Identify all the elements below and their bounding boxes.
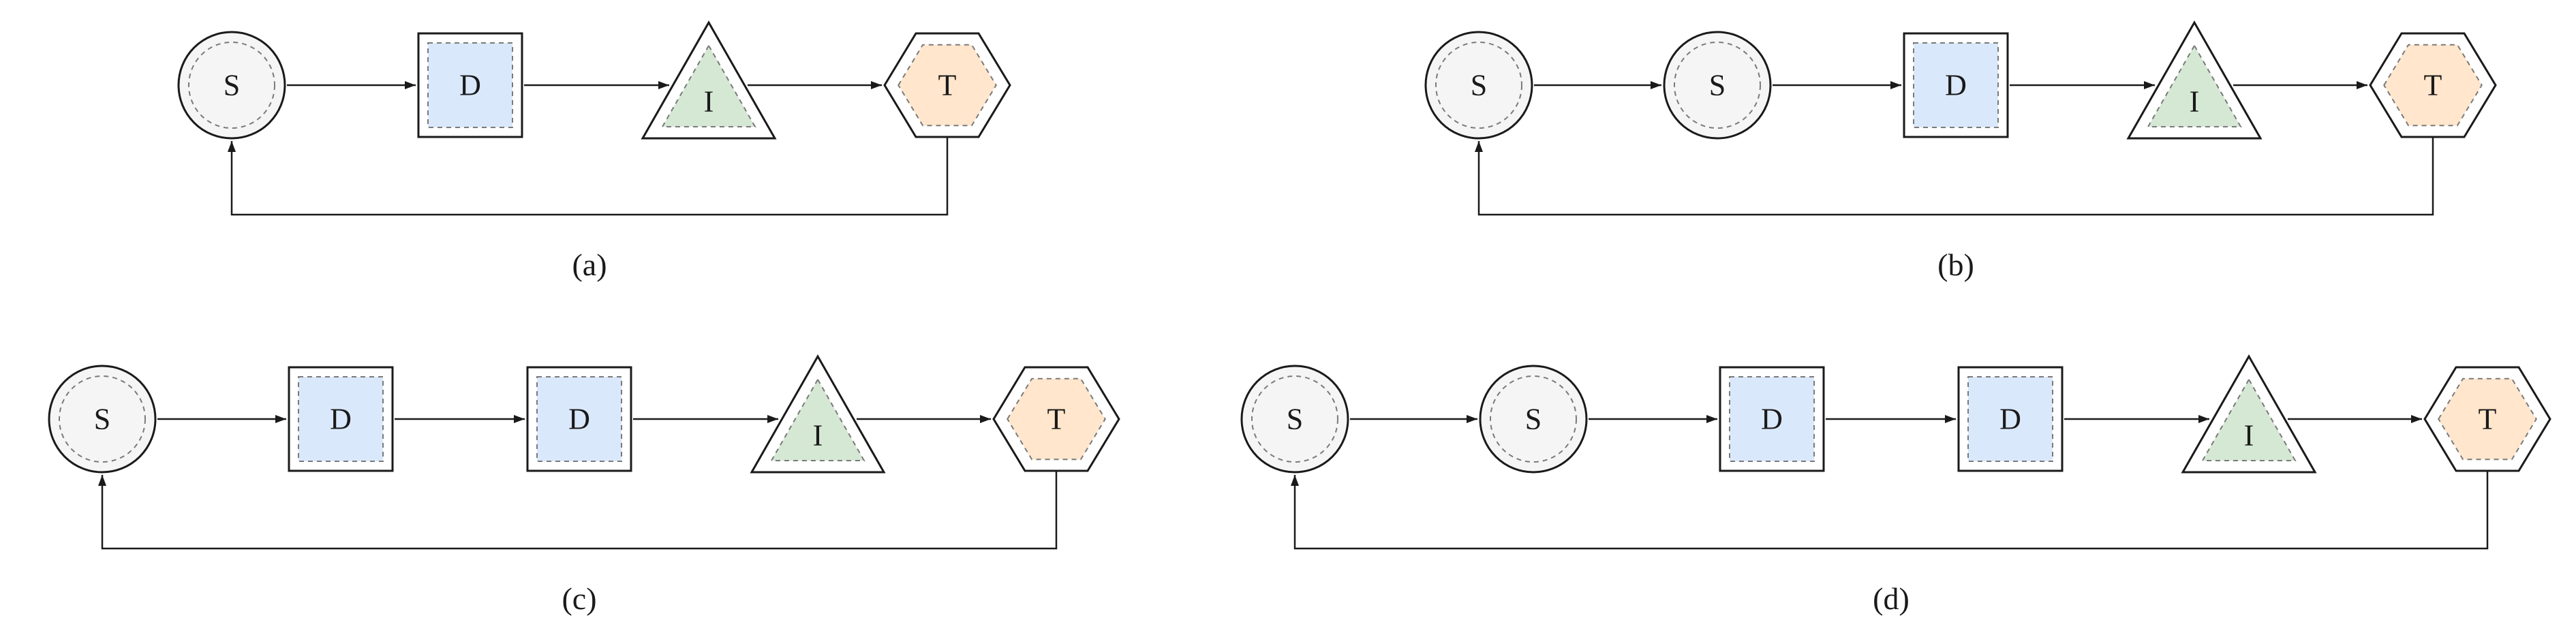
node-label: S: [1287, 403, 1303, 436]
node-triangle-I: I: [641, 20, 777, 140]
node-label: D: [1945, 69, 1967, 102]
node-square-D: D: [288, 366, 394, 472]
caption-b: (b): [1937, 247, 1974, 282]
node-square-D: D: [417, 32, 523, 138]
feedback-arrow: [1475, 137, 2434, 216]
node-circle-S: S: [1663, 31, 1772, 140]
caption-c: (c): [562, 581, 597, 616]
node-label: T: [2424, 69, 2442, 102]
node-hexagon-T: T: [883, 32, 1011, 138]
node-label: I: [813, 419, 823, 452]
node-triangle-I: I: [2126, 20, 2263, 140]
node-label: I: [704, 85, 714, 119]
node-label: S: [224, 69, 240, 102]
node-label: D: [1999, 403, 2021, 436]
node-hexagon-T: T: [2369, 32, 2497, 138]
node-triangle-I: I: [750, 354, 886, 474]
node-label: S: [1709, 69, 1726, 102]
node-circle-S: S: [1479, 365, 1588, 474]
node-label: T: [2479, 403, 2497, 436]
node-label: S: [94, 403, 110, 436]
node-circle-S: S: [1424, 31, 1533, 140]
node-label: I: [2244, 419, 2254, 452]
node-square-D: D: [1903, 32, 2009, 138]
node-hexagon-T: T: [992, 366, 1120, 472]
node-square-D: D: [1719, 366, 1825, 472]
diagram-b: S S D I T (b): [1404, 10, 2508, 283]
node-hexagon-T: T: [2423, 366, 2551, 472]
node-circle-S: S: [1240, 365, 1349, 474]
caption-a: (a): [572, 247, 607, 282]
node-label: D: [459, 69, 481, 102]
feedback-arrow: [98, 471, 1058, 550]
diagram-c: S D D I T (c): [27, 344, 1131, 617]
node-square-D: D: [1957, 366, 2064, 472]
feedback-arrow: [228, 137, 949, 216]
node-label: I: [2190, 85, 2200, 119]
node-label: D: [568, 403, 590, 436]
node-label: S: [1471, 69, 1487, 102]
node-label: S: [1525, 403, 1542, 436]
node-label: T: [938, 69, 957, 102]
node-circle-S: S: [48, 365, 157, 474]
diagram-a: S D I T (a): [157, 10, 1022, 283]
node-label: T: [1047, 403, 1066, 436]
node-label: D: [330, 403, 352, 436]
node-circle-S: S: [177, 31, 286, 140]
node-triangle-I: I: [2181, 354, 2317, 474]
node-label: D: [1761, 403, 1783, 436]
diagram-d: S S D D I T (d): [1220, 344, 2562, 617]
caption-d: (d): [1873, 581, 1910, 616]
node-square-D: D: [526, 366, 632, 472]
feedback-arrow: [1291, 471, 2489, 550]
